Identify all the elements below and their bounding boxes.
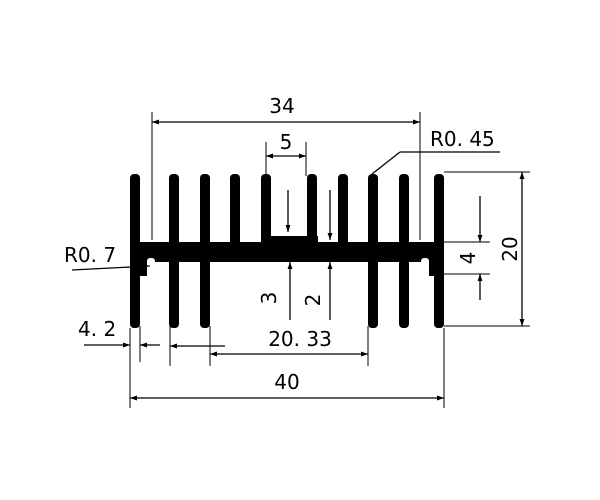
base-slot <box>421 258 429 274</box>
dimension-total-width: 40 <box>129 328 445 408</box>
slot-depth-arrows <box>285 190 333 240</box>
label-left-offset: 4. 2 <box>78 317 116 341</box>
label-inner-fillet: R0. 7 <box>64 243 116 267</box>
bottom-fin <box>399 258 409 328</box>
dimension-fin-span: 20. 33 <box>169 326 369 366</box>
bottom-fin <box>130 258 140 328</box>
dimension-slot-width: 5 <box>265 130 307 176</box>
dimension-base-thickness: 4 <box>444 196 490 300</box>
top-fin <box>399 174 409 246</box>
dimension-step-depths: 3 2 <box>257 262 333 320</box>
top-fin <box>368 174 378 246</box>
top-fin <box>230 174 240 246</box>
label-total-height: 20 <box>498 236 522 261</box>
top-fin <box>338 174 348 246</box>
bottom-fin <box>169 258 179 328</box>
label-slot-width: 5 <box>280 130 293 154</box>
label-base-thickness: 4 <box>456 252 480 265</box>
leader-inner-fillet: R0. 7 <box>64 243 151 271</box>
bottom-fins <box>130 258 444 328</box>
label-outer-fillet: R0. 45 <box>430 127 495 151</box>
label-total-width: 40 <box>274 370 299 394</box>
top-fins <box>130 174 444 246</box>
bottom-fin <box>434 258 444 328</box>
dimension-total-height: 20 <box>444 171 530 327</box>
base-hook <box>429 262 434 276</box>
dimension-left-offset: 4. 2 <box>78 317 160 362</box>
bottom-fin <box>200 258 210 328</box>
label-top-width: 34 <box>269 94 294 118</box>
label-step-depth-3: 3 <box>257 292 281 305</box>
top-fin <box>261 174 271 246</box>
center-block <box>264 236 318 246</box>
top-fin <box>307 174 317 246</box>
top-fin <box>434 174 444 246</box>
label-step-depth-2: 2 <box>301 294 325 307</box>
label-fin-span: 20. 33 <box>268 327 332 351</box>
top-fin <box>130 174 140 246</box>
base-hook <box>140 262 147 276</box>
bottom-fin <box>368 258 378 328</box>
top-fin <box>169 174 179 246</box>
dimension-top-width: 34 <box>151 94 421 240</box>
heatsink-profile <box>130 174 444 328</box>
base-slot <box>147 258 155 274</box>
top-fin <box>200 174 210 246</box>
leader-outer-fillet: R0. 45 <box>371 127 500 175</box>
base-plate <box>130 242 444 262</box>
